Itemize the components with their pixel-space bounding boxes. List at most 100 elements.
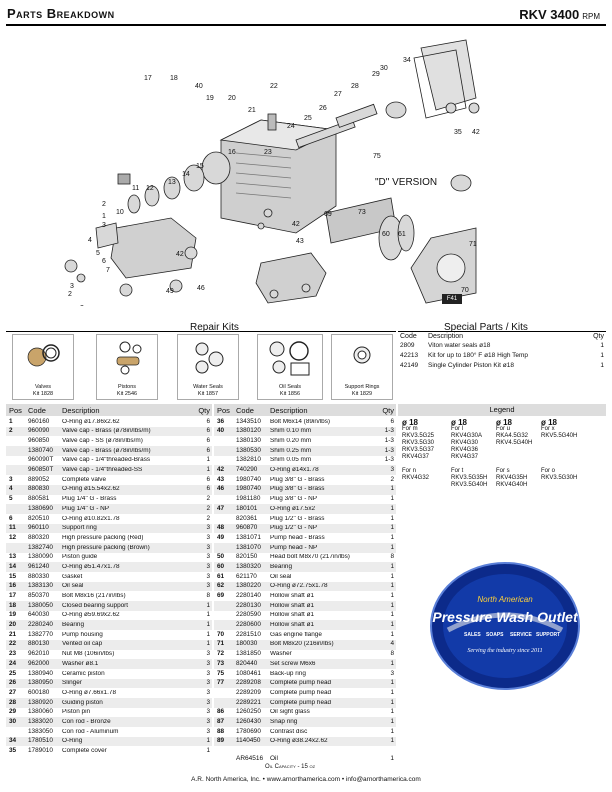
row-qty: 1 xyxy=(390,514,394,522)
kit-number: Kit 1829 xyxy=(351,390,373,397)
legend-size: ø 18 xyxy=(402,418,419,427)
row-qty: 1 xyxy=(390,504,394,512)
valve-kit-icon xyxy=(27,344,60,367)
page-title: Parts Breakdown xyxy=(7,6,115,21)
row-description: Valve cap - SS (ø78in/lbs/m) xyxy=(62,438,143,445)
badge-tagline: Serving the industry since 2011 xyxy=(467,648,542,654)
row-description: Valve cap - 1/4"threaded-SS xyxy=(62,467,143,474)
sp-desc: Single Cylinder Piston Kit ø18 xyxy=(428,362,514,369)
row-pos: 47 xyxy=(217,504,225,512)
svg-text:14: 14 xyxy=(182,171,190,178)
row-description: O-Ring ø59.69x2.62 xyxy=(62,612,120,619)
sp-qty: 1 xyxy=(600,342,604,349)
row-code: 880320 xyxy=(28,533,50,541)
row-description: O-Ring xyxy=(62,738,83,745)
row-qty: 1 xyxy=(206,640,210,648)
parts-table-header-right: Pos Code Description Qty xyxy=(214,404,396,416)
row-description: Head bolt M8x70 (217in/lbs) xyxy=(270,554,350,561)
row-qty: 1 xyxy=(390,688,394,696)
row-description: O-Ring ø14x1.78 xyxy=(270,467,319,474)
row-code: 880330 xyxy=(28,572,50,580)
row-pos: 60 xyxy=(217,562,225,570)
row-code: 600180 xyxy=(28,688,50,696)
row-description: Complete pump head xyxy=(270,680,332,687)
legend-size: ø 18 xyxy=(451,418,468,427)
svg-text:3: 3 xyxy=(70,283,74,290)
row-code: 1380130 xyxy=(236,437,261,445)
row-qty: 1 xyxy=(206,630,210,638)
row-pos: 4 xyxy=(9,485,13,493)
row-pos: 73 xyxy=(217,659,225,667)
special-parts-header: Code Description Qty xyxy=(400,333,604,340)
col-qty: Qty xyxy=(198,405,210,415)
row-qty: 3 xyxy=(206,669,210,677)
badge-main: Pressure Wash Outlet xyxy=(432,609,579,625)
row-code: 2280240 xyxy=(28,621,53,629)
row-qty: 3 xyxy=(206,572,210,580)
row-pos: 36 xyxy=(217,417,225,425)
svg-text:43: 43 xyxy=(296,238,304,245)
row-code: 961240 xyxy=(28,562,50,570)
row-qty: 6 xyxy=(206,437,210,445)
legend-item: RKV3.5G30H xyxy=(541,475,578,481)
row-qty: 3 xyxy=(206,717,210,725)
legend-head: For x xyxy=(541,426,555,432)
row-description: O-Ring ø72.75x1.78 xyxy=(270,583,328,590)
svg-text:10: 10 xyxy=(116,209,124,216)
row-code: 962010 xyxy=(28,650,50,658)
row-pos: 22 xyxy=(9,640,17,648)
repair-kits-rule xyxy=(6,331,396,332)
row-pos: 43 xyxy=(217,475,225,483)
legend-item: RKV4.5G40H xyxy=(496,440,533,446)
kit-number: Kit 1828 xyxy=(32,390,54,397)
row-code: 820440 xyxy=(236,659,258,667)
special-parts-title: Special Parts / Kits xyxy=(444,322,528,333)
row-qty: 8 xyxy=(390,553,394,561)
row-pos: 14 xyxy=(9,562,17,570)
svg-text:19: 19 xyxy=(206,95,214,102)
rpm-label: RPM xyxy=(582,12,600,21)
row-qty: 6 xyxy=(206,417,210,425)
row-description: High pressure packing (Brown) xyxy=(62,544,150,551)
kit-name: Water Seals xyxy=(193,384,223,390)
legend-item: RKV3.5G35H xyxy=(451,475,488,481)
svg-text:2: 2 xyxy=(102,201,106,208)
col-pos: Pos xyxy=(9,405,22,415)
row-code: 880830 xyxy=(28,485,50,493)
piston-kit-icon xyxy=(116,341,142,375)
legend-item: RKV3.5G30 xyxy=(402,440,435,446)
row-description: Valve cap - 1/4"threaded-Brass xyxy=(62,457,151,464)
row-pos: 16 xyxy=(9,582,17,590)
row-description: Hollow shaft ø1 xyxy=(270,593,315,600)
row-qty: 1 xyxy=(206,456,210,464)
row-qty: 1 xyxy=(390,495,394,503)
row-description: Oil seal xyxy=(270,573,292,580)
row-qty: 3 xyxy=(206,708,210,716)
svg-text:35: 35 xyxy=(454,129,462,136)
row-pos: 46 xyxy=(217,485,225,493)
svg-text:24: 24 xyxy=(287,123,295,130)
row-code: 180101 xyxy=(236,504,258,512)
oil-pos xyxy=(214,755,236,762)
row-pos: 17 xyxy=(9,592,17,600)
svg-text:61: 61 xyxy=(398,231,406,238)
row-qty: 1 xyxy=(390,601,394,609)
legend-head: For s xyxy=(496,468,510,474)
row-qty: 1 xyxy=(390,572,394,580)
